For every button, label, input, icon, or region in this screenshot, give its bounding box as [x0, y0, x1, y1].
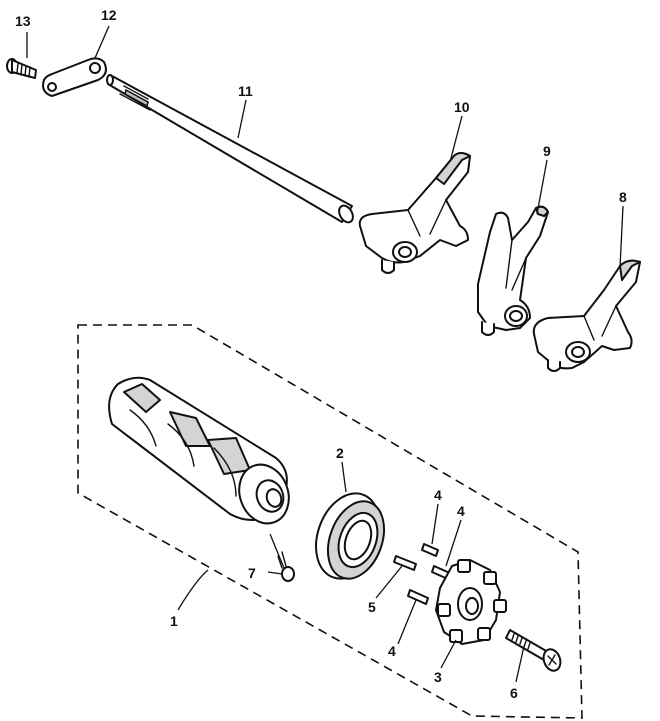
part-7-screw	[277, 551, 295, 582]
leader-7-drum	[269, 533, 285, 569]
callout-4a: 4	[434, 487, 442, 503]
leader-4c	[397, 599, 417, 645]
part-1-shift-drum	[108, 376, 290, 525]
callout-2: 2	[336, 445, 344, 461]
part-12-plate	[42, 57, 107, 97]
part-3-segment	[435, 559, 507, 645]
part-4-pin-lower	[407, 589, 429, 605]
callout-7: 7	[248, 565, 256, 581]
leader-9	[536, 159, 548, 215]
leader-2	[341, 461, 347, 493]
callout-6: 6	[510, 685, 518, 701]
leader-12	[94, 25, 110, 59]
callout-5: 5	[368, 599, 376, 615]
callout-12: 12	[101, 7, 117, 23]
part-8-shift-fork	[532, 259, 641, 372]
callout-labels: 13 12 11 10 9 8 2 4 4 7 5 1 4 3 6	[15, 7, 627, 701]
leader-6	[515, 645, 525, 683]
leader-10	[449, 115, 463, 163]
assembly-group-boundary	[77, 324, 583, 719]
leader-lines	[26, 25, 624, 683]
callout-1: 1	[170, 613, 178, 629]
part-9-shift-fork	[477, 205, 549, 336]
leader-11	[237, 99, 247, 139]
part-11-shaft	[106, 74, 354, 224]
callout-11: 11	[238, 83, 253, 99]
callout-9: 9	[543, 143, 551, 159]
part-2-bearing	[315, 492, 386, 580]
leader-8	[619, 205, 624, 269]
callout-8: 8	[619, 189, 627, 205]
callout-13: 13	[15, 13, 31, 29]
part-13-screw	[6, 58, 37, 79]
part-6-bolt	[505, 629, 562, 672]
part-10-shift-fork	[358, 152, 471, 274]
leader-4a	[431, 503, 439, 545]
leader-1	[177, 569, 209, 611]
callout-3: 3	[434, 669, 442, 685]
callout-4b: 4	[457, 503, 465, 519]
leader-5	[375, 565, 403, 599]
part-4-pin-upper	[421, 543, 439, 557]
leader-4b	[445, 519, 462, 567]
leader-7	[267, 571, 283, 575]
part-5-pin	[393, 555, 417, 571]
callout-4c: 4	[388, 643, 396, 659]
callout-10: 10	[454, 99, 470, 115]
leader-3	[440, 639, 457, 669]
